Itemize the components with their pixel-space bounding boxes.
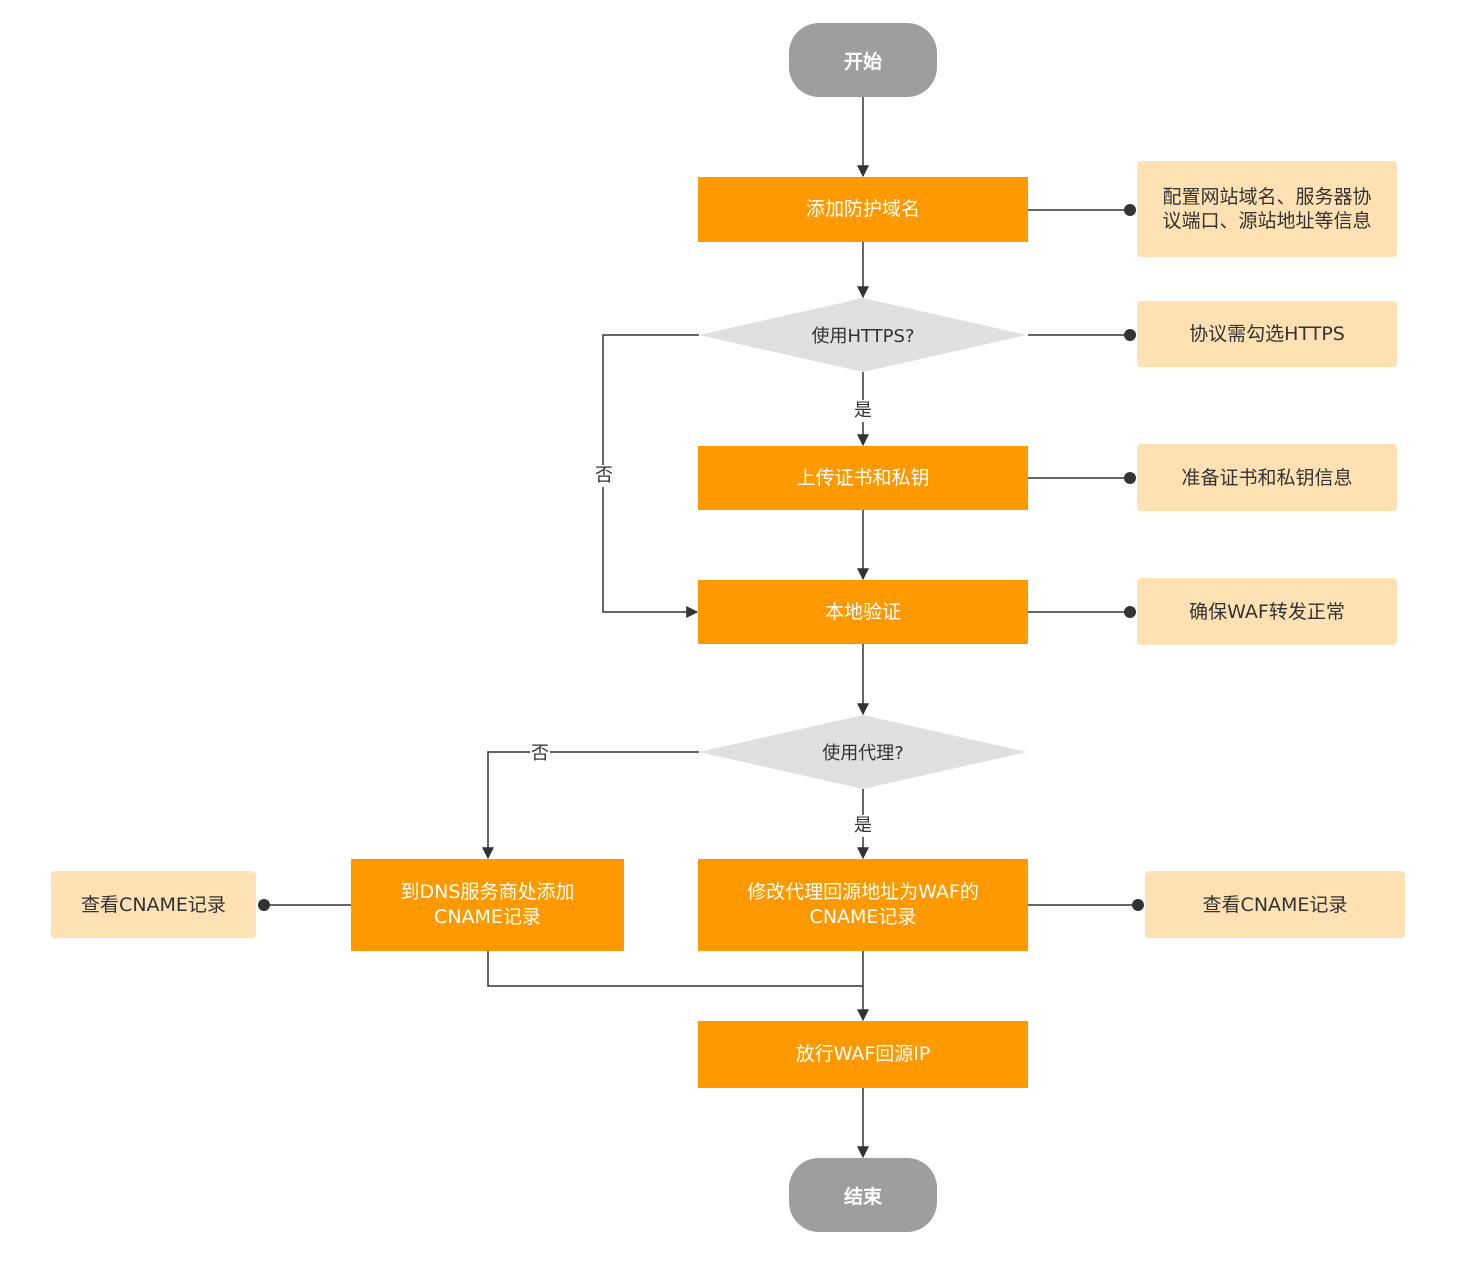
proxy-decision-shape: [699, 715, 1027, 789]
add-domain-step: 添加防护域名: [698, 177, 1028, 242]
allow-ip-step: 放行WAF回源IP: [698, 1021, 1028, 1088]
connector-dot: [1124, 606, 1136, 618]
proxy-yes-label: 是: [853, 815, 873, 837]
dns-cname-note: 查看CNAME记录: [51, 871, 256, 938]
connector-dot: [1124, 329, 1136, 341]
connector-dot: [1132, 899, 1144, 911]
https-yes-label: 是: [853, 400, 873, 422]
connector-dot: [258, 899, 270, 911]
edge-https-no: [602, 334, 699, 618]
https-decision-shape: [699, 298, 1027, 372]
https-note: 协议需勾选HTTPS: [1137, 301, 1397, 367]
end-node: 结束: [789, 1158, 937, 1232]
local-verify-step: 本地验证: [698, 580, 1028, 644]
connector-dot: [1124, 204, 1136, 216]
proxy-decision: 使用代理?: [822, 743, 904, 764]
https-no-label: 否: [594, 465, 614, 487]
edge-proxy-no: [482, 751, 699, 860]
verify-note: 确保WAF转发正常: [1137, 578, 1397, 645]
proxy-cname-step: 修改代理回源地址为WAF的 CNAME记录: [698, 859, 1028, 951]
edge-dnscname-merge: [487, 951, 863, 987]
add-domain-note: 配置网站域名、服务器协 议端口、源站地址等信息: [1137, 161, 1397, 257]
upload-cert-step: 上传证书和私钥: [698, 446, 1028, 510]
dns-cname-step: 到DNS服务商处添加 CNAME记录: [351, 859, 624, 951]
https-decision: 使用HTTPS?: [811, 326, 915, 347]
proxy-cname-note: 查看CNAME记录: [1145, 871, 1405, 938]
connector-dot: [1124, 472, 1136, 484]
start-node: 开始: [789, 23, 937, 97]
cert-note: 准备证书和私钥信息: [1137, 444, 1397, 511]
proxy-no-label: 否: [530, 743, 550, 765]
